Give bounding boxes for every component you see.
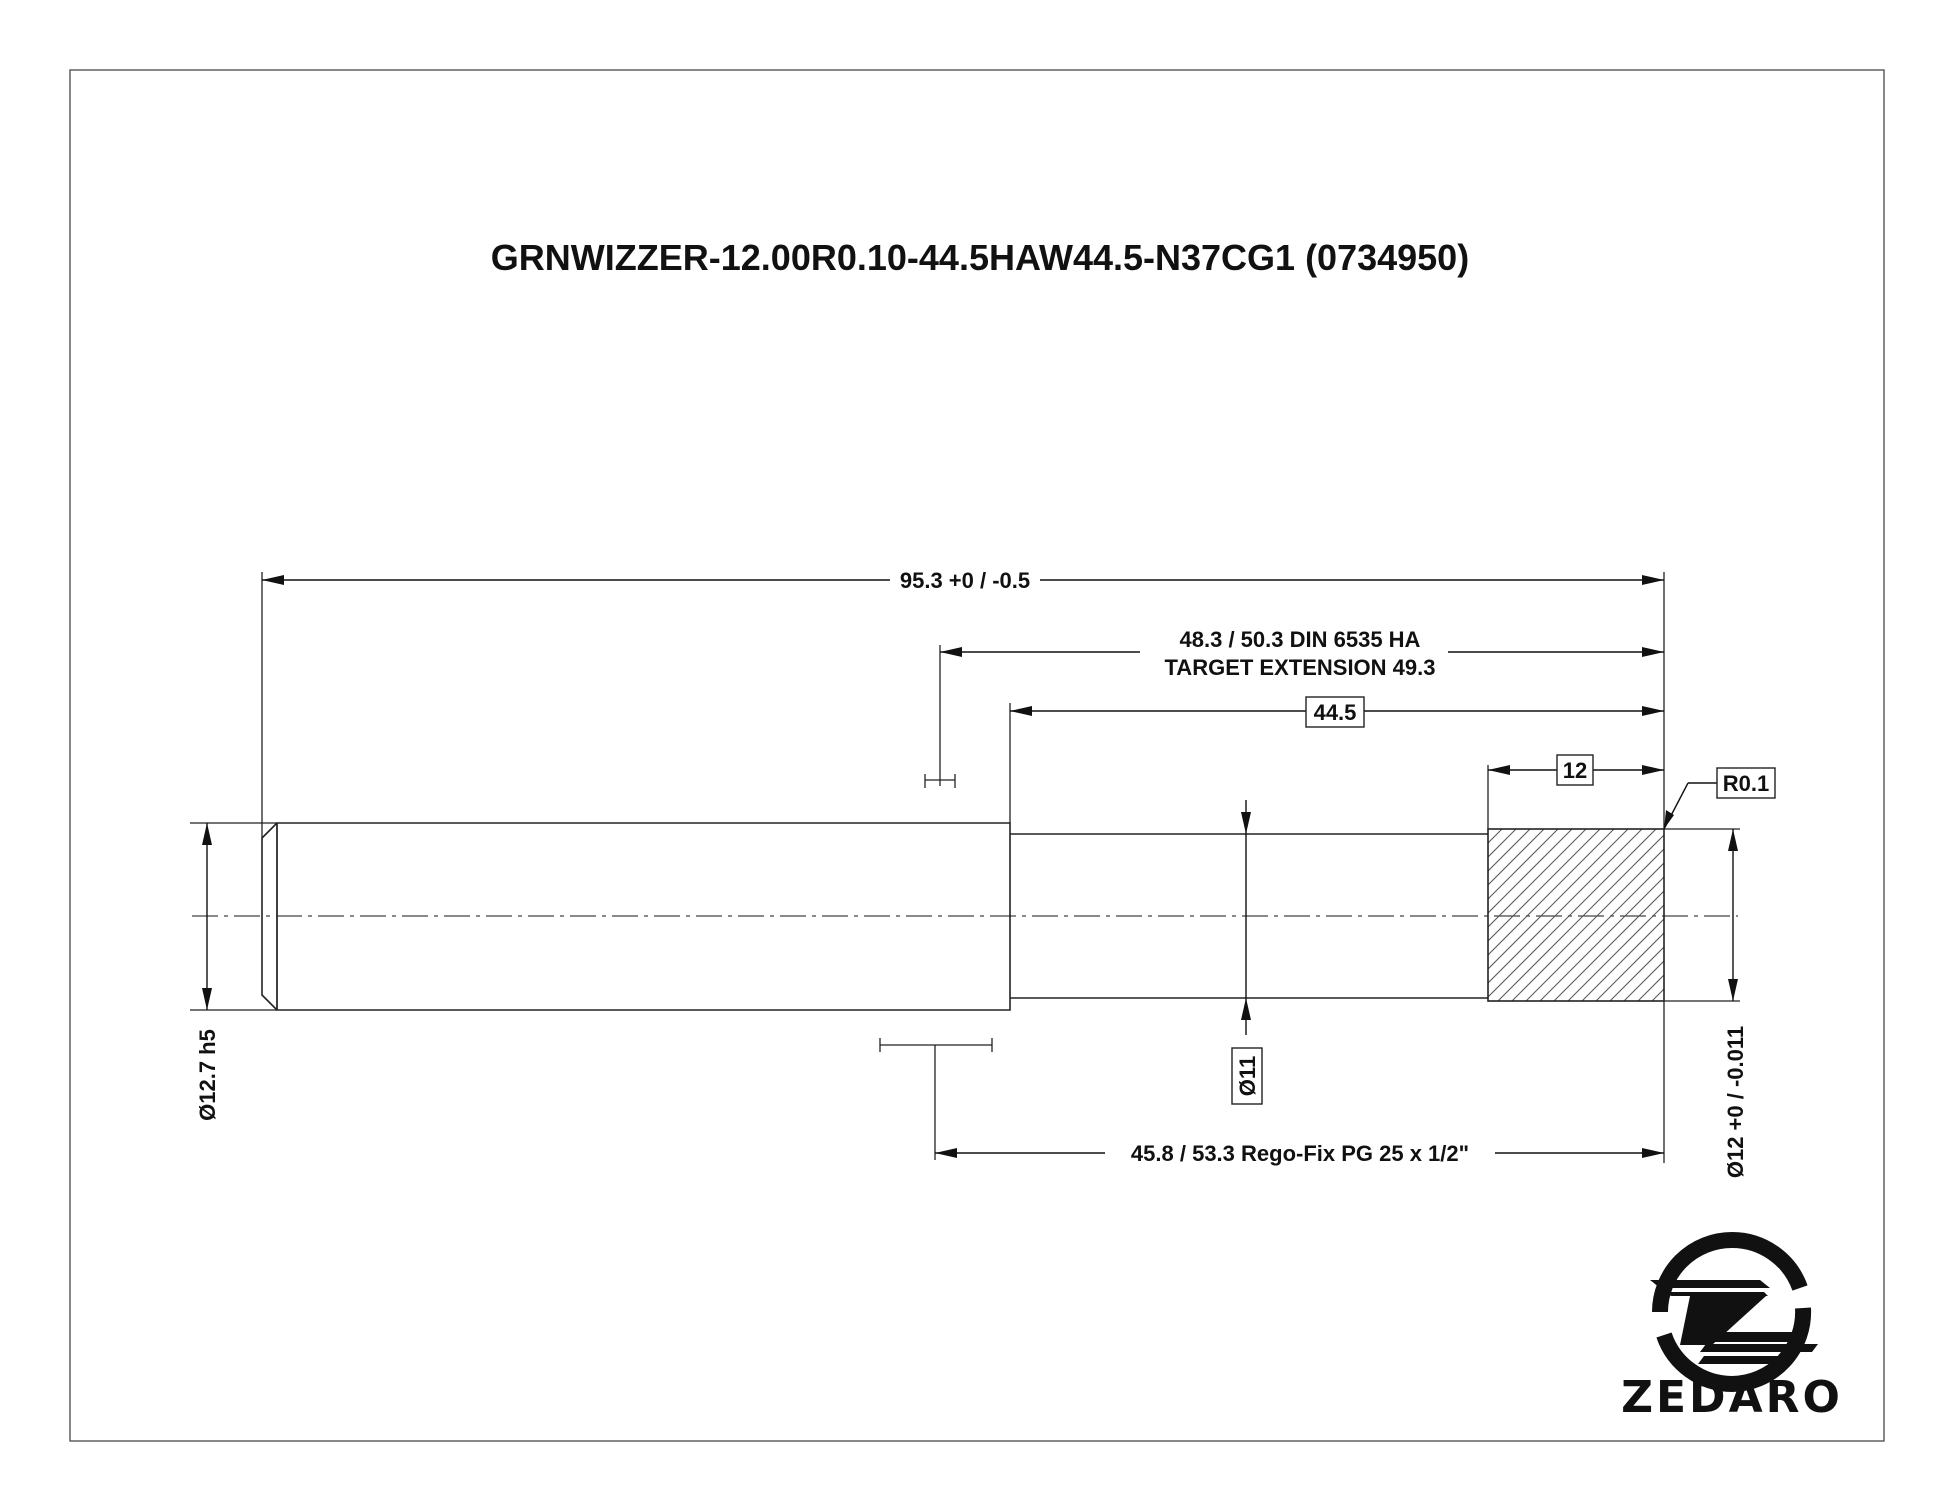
neck-diameter-box — [1231, 1047, 1263, 1105]
hatch-line — [1488, 829, 1615, 956]
hatch-line — [1488, 829, 1517, 858]
hatch-line — [1820, 829, 1946, 1001]
hatch-line — [1488, 829, 1503, 844]
dim-din-extension — [940, 647, 1664, 657]
corner-radius-box — [1716, 767, 1776, 799]
hatch-line — [1488, 829, 1573, 914]
hatch-line — [1736, 829, 1908, 1001]
hatch-line — [1806, 829, 1946, 1001]
din-label-line1: 48.3 / 50.3 DIN 6535 HA — [1180, 627, 1421, 652]
tool-shank — [261, 822, 1011, 1011]
hatch-line — [1488, 829, 1643, 984]
hatch-line — [1511, 848, 1664, 1001]
hatch-line — [1609, 946, 1664, 1001]
overall-length-label: 95.3 +0 / -0.5 — [900, 568, 1030, 593]
hatch-line — [1694, 829, 1866, 1001]
dim-flute-length — [1488, 765, 1664, 775]
neck-length-box — [1305, 696, 1365, 728]
cutting-diameter-label: Ø12 +0 / -0.011 — [1723, 1026, 1748, 1178]
hatch-line — [1553, 890, 1664, 1001]
dim-cutting-diameter — [1728, 829, 1738, 1001]
zedaro-logo-text: ZEDARO — [1621, 1372, 1843, 1423]
neck-length-label: 44.5 — [1314, 700, 1357, 725]
hatch-line — [1488, 829, 1587, 928]
dim-shank-diameter — [202, 823, 212, 1010]
hatch-line — [1834, 829, 1946, 1001]
hatch-line — [1488, 829, 1489, 830]
shank-diameter-label: Ø12.7 h5 — [195, 1029, 220, 1121]
din-label-line2: TARGET EXTENSION 49.3 — [1165, 655, 1436, 680]
hatch-line — [1539, 876, 1664, 1001]
hatch-line — [1595, 932, 1664, 1001]
corner-radius-leader — [1663, 782, 1717, 830]
zedaro-emblem-icon — [1650, 1231, 1818, 1393]
cutting-head — [1487, 828, 1946, 1002]
hatch-line — [1488, 829, 1657, 998]
tool-neck — [1010, 833, 1488, 999]
hatch-line — [1651, 988, 1664, 1001]
dim-overall-length — [262, 575, 1664, 585]
hatch-line — [1488, 829, 1545, 886]
hatch-line — [1666, 829, 1838, 1001]
hatch-line — [1792, 829, 1946, 1001]
hatch-line — [1488, 829, 1601, 942]
flute-length-box — [1556, 754, 1594, 786]
hatch-line — [1488, 829, 1559, 900]
hatch-line — [1581, 918, 1664, 1001]
extension-lines — [190, 572, 1740, 1163]
hatch-line — [1497, 834, 1664, 1001]
hatch-line — [1525, 862, 1664, 1001]
hatch-line — [1680, 829, 1852, 1001]
hatch-line — [1764, 829, 1936, 1001]
dim-rego-fix — [935, 1148, 1664, 1158]
hatch-line — [1567, 904, 1664, 1001]
dim-neck-diameter — [1241, 800, 1251, 1035]
drawing-frame — [69, 69, 1885, 1442]
hatch-line — [1750, 829, 1922, 1001]
corner-radius-label: R0.1 — [1723, 771, 1769, 796]
hatch-line — [1488, 829, 1629, 970]
rego-fix-label: 45.8 / 53.3 Rego-Fix PG 25 x 1/2" — [1131, 1141, 1469, 1166]
flute-length-label: 12 — [1563, 758, 1587, 783]
hatch-line — [1722, 829, 1894, 1001]
hatch-line — [1488, 829, 1531, 872]
hatch-line — [1778, 829, 1946, 1001]
neck-diameter-label: Ø11 — [1235, 1056, 1260, 1096]
hatch-line — [1623, 960, 1664, 1001]
zedaro-logo: ZEDARO — [1621, 1231, 1843, 1423]
hatch-line — [1708, 829, 1880, 1001]
drawing-title: GRNWIZZER-12.00R0.10-44.5HAW44.5-N37CG1 … — [491, 237, 1469, 278]
dim-neck-length — [1010, 706, 1664, 716]
